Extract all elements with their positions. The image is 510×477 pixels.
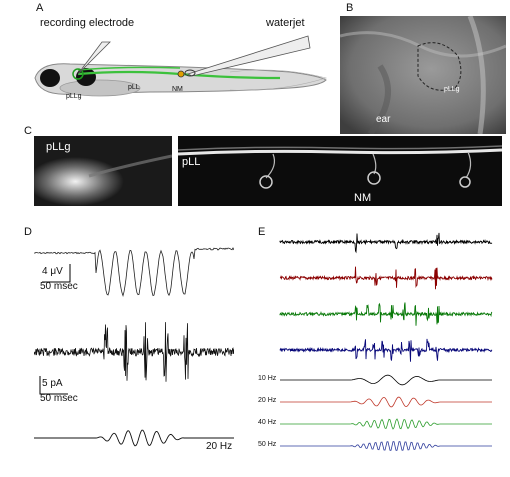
panel-d-current-trace — [34, 322, 234, 382]
panel-c-left-micrograph — [34, 136, 172, 206]
panel-e-red-spike-train — [279, 266, 493, 290]
waterjet-label: waterjet — [266, 17, 305, 29]
panel-e-stim-trace-10hz — [280, 374, 492, 386]
panel-e-stim-label-50hz: 50 Hz — [258, 441, 277, 448]
panel-b-letter: B — [346, 2, 354, 14]
panel-d-stim-frequency: 20 Hz — [206, 441, 233, 452]
panel-e-stim-label-10hz: 10 Hz — [258, 375, 277, 382]
panel-c-pll-label: pLL — [182, 156, 201, 168]
panel-c-right-micrograph — [178, 136, 502, 206]
panel-a-pllg-label: pLLg — [66, 93, 82, 100]
panel-c-pllg-label: pLLg — [46, 141, 71, 153]
panel-a-pll-label: pLL — [128, 84, 140, 91]
panel-d-scale2-time: 50 msec — [40, 393, 78, 404]
panel-d-scale2-bar — [39, 376, 68, 395]
zebrafish-larva-illustration — [34, 35, 328, 97]
panel-a-nm-label: NM — [172, 86, 183, 93]
panel-e-green-spike-train — [279, 302, 493, 326]
panel-a-letter: A — [36, 2, 44, 14]
panel-b-ear-label: ear — [376, 114, 391, 125]
recording-electrode-label: recording electrode — [40, 17, 135, 29]
panel-d-scale1-bar — [42, 264, 71, 283]
panel-c-nm-label: NM — [354, 192, 372, 204]
panel-e-stim-label-20hz: 20 Hz — [258, 397, 277, 404]
panel-d-extracellular-trace — [34, 247, 234, 297]
panel-e-stim-trace-40hz — [280, 418, 492, 430]
panel-d-scale1-amp: 4 μV — [42, 266, 63, 277]
panel-e-stim-trace-50hz — [280, 441, 492, 451]
panel-e-traces — [279, 232, 493, 451]
panel-b-pllg-label: pLLg — [444, 86, 460, 93]
panel-e-stim-label-40hz: 40 Hz — [258, 419, 277, 426]
panel-e-stim-trace-20hz — [280, 396, 492, 408]
panel-e-black-spike-train — [279, 232, 493, 254]
panel-e-letter: E — [258, 226, 266, 238]
panel-b-micrograph — [340, 16, 506, 134]
panel-c-letter: C — [24, 125, 32, 137]
panel-e-blue-spike-train — [279, 338, 493, 362]
panel-d-stimulus-trace — [34, 429, 234, 447]
panel-d-scale2-amp: 5 pA — [42, 378, 63, 389]
panel-d-scale1-time: 50 msec — [40, 281, 78, 292]
panel-d-letter: D — [24, 226, 32, 238]
